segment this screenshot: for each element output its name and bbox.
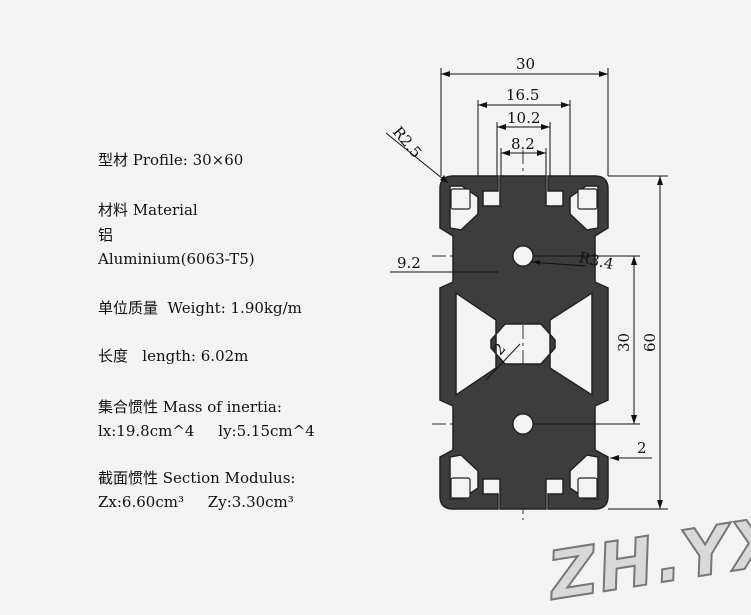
weight-spec: 单位质量 Weight: 1.90kg/m (98, 299, 302, 317)
modulus-title: 截面惯性 Section Modulus: (98, 469, 296, 487)
dimension-lines (385, 68, 668, 510)
arrowheads (440, 71, 663, 509)
modulus-values: Zx:6.60cm³ Zy:3.30cm³ (98, 493, 294, 511)
dim-wall-outer: 2 (637, 439, 647, 457)
material-title: 材料 Material (98, 201, 198, 219)
dim-slot-inner: 8.2 (511, 135, 535, 153)
material-cn: 铝 (98, 226, 114, 244)
inertia-values: lx:19.8cm^4 ly:5.15cm^4 (98, 422, 315, 440)
upper-hole (512, 245, 534, 267)
length-spec: 长度 length: 6.02m (98, 347, 249, 365)
lower-hole (512, 413, 534, 435)
dim-width-total: 30 (516, 55, 535, 73)
inertia-title: 集合惯性 Mass of inertia: (98, 398, 282, 416)
dim-height-half: 30 (615, 333, 633, 352)
profile-spec: 型材 Profile: 30×60 (98, 151, 244, 169)
material-en: Aluminium(6063-T5) (98, 250, 255, 268)
dim-slot-mid: 10.2 (507, 109, 540, 127)
dim-slot-outer: 16.5 (506, 86, 539, 104)
corner-pockets (450, 188, 598, 499)
profile-body (439, 175, 609, 510)
dim-corner-radius: R2.5 (389, 123, 425, 162)
dim-wall-inner: 2 (490, 340, 510, 359)
dim-height-total: 60 (641, 333, 659, 352)
dim-slot-depth: 9.2 (397, 254, 421, 272)
